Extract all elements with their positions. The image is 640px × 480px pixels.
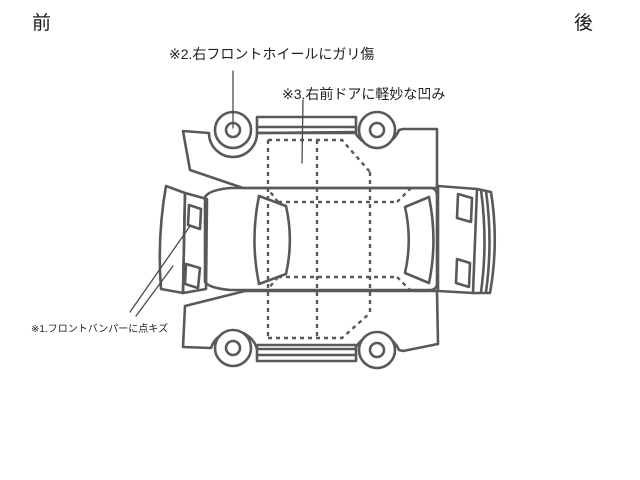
front-bumper bbox=[158, 184, 187, 295]
roof-corner-br bbox=[396, 276, 412, 292]
rear-bumper-line-2 bbox=[484, 189, 491, 294]
note1-leader-line-a bbox=[129, 225, 191, 313]
rear-bumper bbox=[471, 187, 497, 295]
car-outline-group bbox=[158, 110, 497, 370]
left-side-view bbox=[181, 289, 440, 370]
annotation-right-front-door: ※3.右前ドアに軽妙な凹み bbox=[282, 86, 446, 102]
left-rear-wheel-hub bbox=[368, 341, 386, 359]
rear-view bbox=[436, 184, 497, 295]
left-front-wheel bbox=[213, 328, 253, 368]
roof-corner-tr bbox=[396, 187, 412, 203]
taillight-lower bbox=[454, 257, 472, 289]
left-rocker-panel bbox=[255, 343, 358, 363]
taillight-upper bbox=[455, 192, 474, 224]
front-view bbox=[158, 184, 209, 295]
right-side-view bbox=[181, 110, 439, 190]
front-orientation-label: 前 bbox=[32, 13, 53, 34]
top-view-body bbox=[203, 186, 439, 292]
annotation-right-front-wheel: ※2.右フロントホイールにガリ傷 bbox=[169, 46, 375, 62]
windshield bbox=[253, 194, 292, 286]
rear-window bbox=[403, 195, 435, 285]
rear-orientation-label: 後 bbox=[574, 13, 595, 34]
door-bottom-edge-left bbox=[268, 312, 371, 340]
annotation-front-bumper: ※1.フロントバンパーに点キズ bbox=[31, 324, 169, 335]
rear-bumper-line-1 bbox=[479, 188, 486, 294]
left-rear-wheel bbox=[357, 330, 397, 370]
right-rear-wheel bbox=[357, 110, 397, 150]
top-view bbox=[203, 186, 439, 292]
right-rocker-panel bbox=[255, 115, 358, 135]
roof-corner-bl bbox=[267, 276, 279, 290]
door-top-edge-right bbox=[268, 138, 371, 173]
roof-corner-tl bbox=[267, 188, 279, 203]
headlight-upper bbox=[186, 203, 203, 231]
door-seam-lines bbox=[266, 138, 412, 340]
note1-leader-line-b bbox=[135, 265, 174, 317]
front-fascia bbox=[181, 191, 209, 295]
leader-lines bbox=[129, 70, 304, 317]
left-front-wheel-hub bbox=[224, 339, 242, 357]
note3-leader-line bbox=[301, 99, 304, 164]
right-rear-wheel-hub bbox=[368, 121, 386, 139]
headlight-lower bbox=[183, 262, 202, 290]
